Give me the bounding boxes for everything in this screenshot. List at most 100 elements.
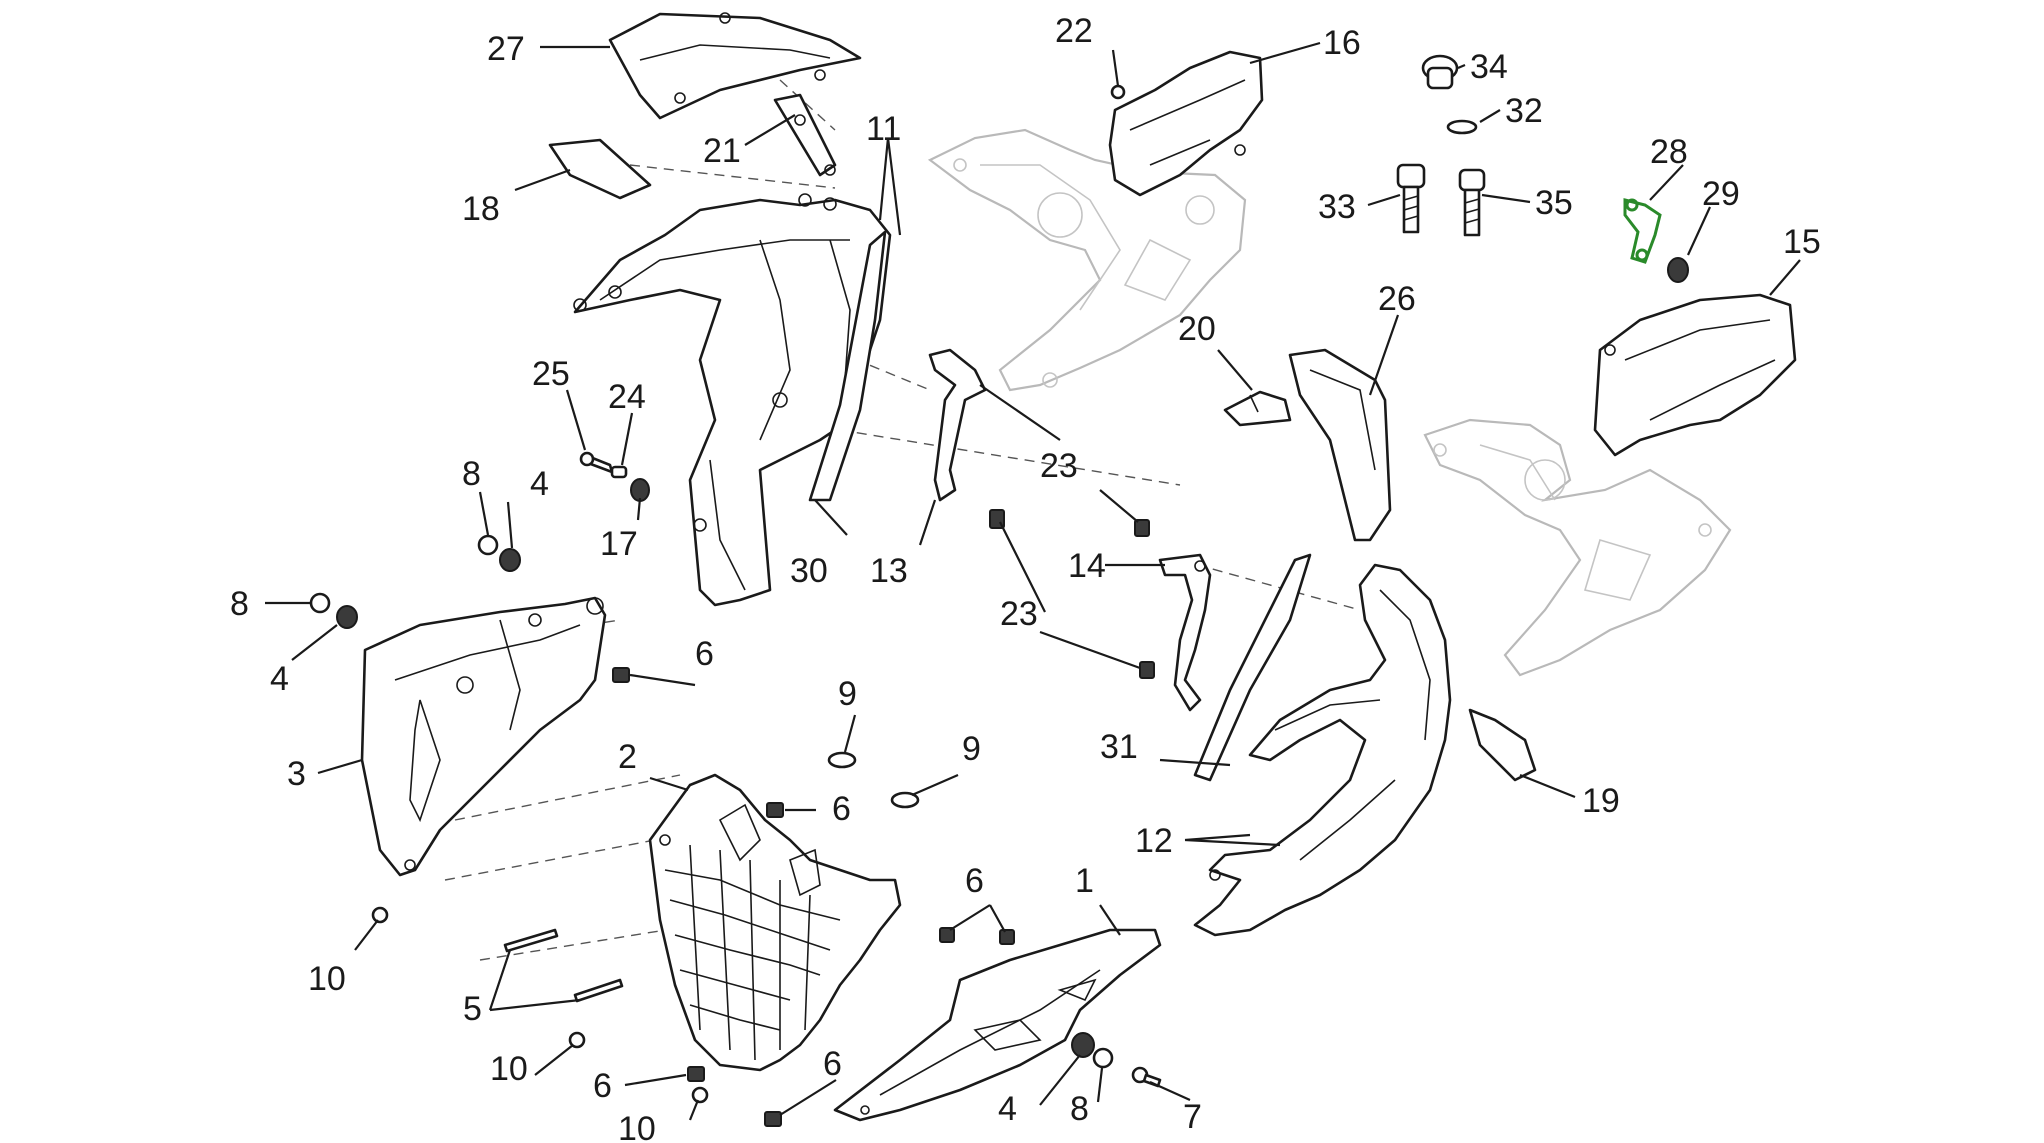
part-6-clip-c bbox=[939, 927, 955, 943]
label-part-20: 20 bbox=[1178, 310, 1216, 348]
part-5-pin-a bbox=[503, 928, 559, 953]
label-part-26: 26 bbox=[1378, 280, 1416, 318]
label-part-34: 34 bbox=[1470, 48, 1508, 86]
part-23-clip-b bbox=[1134, 519, 1150, 537]
part-21-bracket bbox=[773, 93, 837, 177]
label-part-18: 18 bbox=[462, 190, 500, 228]
part-3-side-panel bbox=[360, 596, 607, 877]
label-part-9-left: 9 bbox=[838, 675, 857, 713]
label-part-28: 28 bbox=[1650, 133, 1688, 171]
label-part-6-center: 6 bbox=[832, 790, 851, 828]
part-20-bracket bbox=[1223, 390, 1292, 427]
part-18-small-panel bbox=[548, 138, 652, 200]
part-15-right-upper-cover bbox=[1593, 293, 1797, 457]
label-part-10-mid: 10 bbox=[490, 1050, 528, 1088]
label-part-29: 29 bbox=[1702, 175, 1740, 213]
label-part-8-left: 8 bbox=[230, 585, 249, 623]
part-33-bolt bbox=[1396, 163, 1426, 234]
label-part-16: 16 bbox=[1323, 24, 1361, 62]
label-part-19: 19 bbox=[1582, 782, 1620, 820]
label-part-6-left: 6 bbox=[695, 635, 714, 673]
part-4-grommet-a bbox=[499, 548, 521, 572]
label-part-6-right: 6 bbox=[965, 862, 984, 900]
label-part-24: 24 bbox=[608, 378, 646, 416]
label-part-4-upper: 4 bbox=[530, 465, 549, 503]
part-16-right-cover bbox=[1108, 50, 1264, 197]
part-number-labels: 27 22 16 34 32 11 21 18 33 35 28 29 15 2… bbox=[230, 12, 1821, 1143]
part-4-grommet-b bbox=[336, 605, 358, 629]
part-7-screw bbox=[1131, 1066, 1162, 1088]
part-8-nut-b bbox=[309, 592, 331, 614]
label-part-21: 21 bbox=[703, 132, 741, 170]
part-6-clip-e bbox=[687, 1066, 705, 1082]
part-19-small-trim bbox=[1468, 708, 1537, 782]
label-part-12: 12 bbox=[1135, 822, 1173, 860]
part-6-clip-a bbox=[612, 667, 630, 683]
label-part-22: 22 bbox=[1055, 12, 1093, 50]
part-31-trim-strip bbox=[1193, 553, 1312, 782]
label-part-17: 17 bbox=[600, 525, 638, 563]
part-8-nut-c bbox=[1092, 1047, 1114, 1069]
part-9-oring-b bbox=[890, 791, 920, 809]
label-part-31: 31 bbox=[1100, 728, 1138, 766]
part-8-nut-a bbox=[477, 534, 499, 556]
part-22-screw bbox=[1110, 84, 1126, 100]
label-part-15: 15 bbox=[1783, 223, 1821, 261]
label-part-3: 3 bbox=[287, 755, 306, 793]
label-part-25: 25 bbox=[532, 355, 570, 393]
part-26-duct bbox=[1288, 348, 1392, 542]
label-part-13: 13 bbox=[870, 552, 908, 590]
label-part-5: 5 bbox=[463, 990, 482, 1028]
part-12-right-fairing bbox=[1193, 563, 1452, 937]
part-27-upper-cover bbox=[608, 12, 862, 120]
label-part-9-right: 9 bbox=[962, 730, 981, 768]
label-part-32: 32 bbox=[1505, 92, 1543, 130]
part-32-washer bbox=[1446, 119, 1478, 135]
part-9-oring-a bbox=[827, 751, 857, 769]
part-10-screw-b bbox=[568, 1031, 586, 1049]
chassis-frame-right bbox=[1423, 418, 1732, 677]
label-part-2: 2 bbox=[618, 738, 637, 776]
label-part-6-bottom-right: 6 bbox=[823, 1045, 842, 1083]
part-11-left-fairing bbox=[573, 193, 892, 607]
part-17-grommet bbox=[630, 478, 650, 502]
part-4-grommet-c bbox=[1071, 1032, 1095, 1058]
label-part-23-upper: 23 bbox=[1040, 447, 1078, 485]
part-34-plug bbox=[1421, 54, 1459, 90]
assembly-guide-lines bbox=[419, 79, 1361, 991]
label-part-1: 1 bbox=[1075, 862, 1094, 900]
label-part-4-left: 4 bbox=[270, 660, 289, 698]
label-part-8-upper: 8 bbox=[462, 455, 481, 493]
label-part-11: 11 bbox=[866, 110, 901, 148]
label-part-6-bottom-left: 6 bbox=[593, 1067, 612, 1105]
part-1-lower-belly-pan bbox=[833, 928, 1162, 1122]
part-10-screw-a bbox=[371, 906, 389, 924]
part-29-grommet bbox=[1667, 257, 1689, 283]
part-6-clip-f bbox=[764, 1111, 782, 1127]
part-2-front-grille bbox=[648, 773, 902, 1072]
label-part-33: 33 bbox=[1318, 188, 1356, 226]
label-part-14: 14 bbox=[1068, 547, 1106, 585]
label-part-8-bottom: 8 bbox=[1070, 1090, 1089, 1128]
part-25-screw bbox=[579, 451, 614, 474]
label-part-35: 35 bbox=[1535, 184, 1573, 222]
label-part-10-bottom: 10 bbox=[618, 1110, 656, 1143]
part-24-spacer bbox=[610, 465, 628, 479]
part-6-clip-d bbox=[999, 929, 1015, 945]
part-6-clip-b bbox=[766, 802, 784, 818]
part-10-screw-c bbox=[691, 1086, 709, 1104]
part-23-clip-c bbox=[1139, 661, 1155, 679]
label-part-27: 27 bbox=[487, 30, 525, 68]
part-35-bolt bbox=[1458, 168, 1486, 237]
chassis-frame-left bbox=[927, 128, 1247, 392]
part-5-pin-b bbox=[573, 978, 624, 1003]
label-part-30: 30 bbox=[790, 552, 828, 590]
label-part-23-lower: 23 bbox=[1000, 595, 1038, 633]
part-28-bracket-highlighted bbox=[1623, 198, 1662, 264]
part-13-bracket-rod bbox=[928, 348, 987, 502]
label-part-4-bottom: 4 bbox=[998, 1090, 1017, 1128]
label-part-7: 7 bbox=[1183, 1098, 1202, 1136]
leader-lines bbox=[265, 41, 1801, 1121]
part-30-trim-strip bbox=[808, 230, 887, 502]
